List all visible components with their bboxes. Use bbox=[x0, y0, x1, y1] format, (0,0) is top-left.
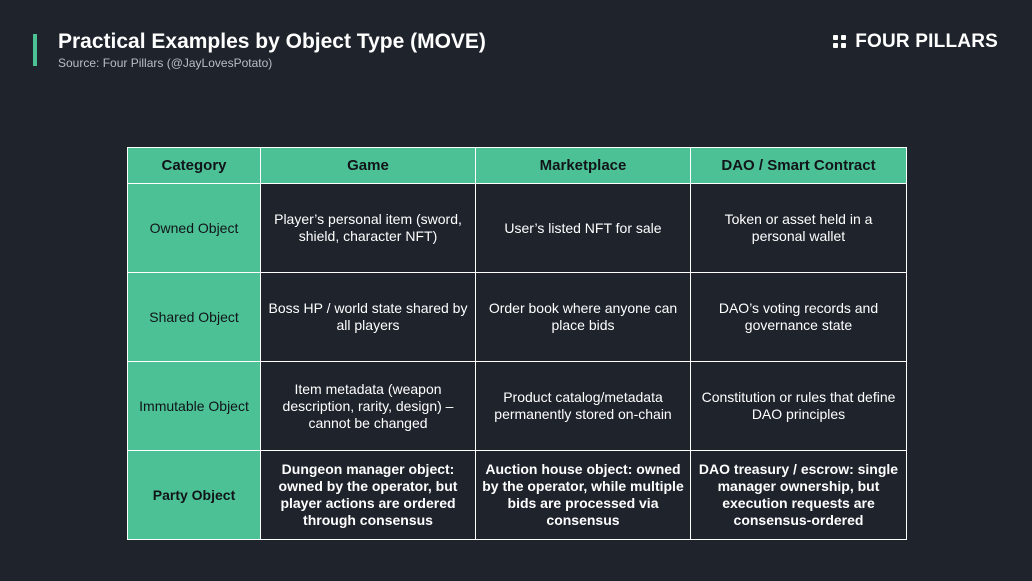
table-row: Party Object Dungeon manager object: own… bbox=[127, 450, 907, 540]
source-caption: Source: Four Pillars (@JayLovesPotato) bbox=[58, 56, 273, 70]
row-category-immutable-object: Immutable Object bbox=[127, 361, 261, 451]
cell-game: Dungeon manager object: owned by the ope… bbox=[260, 450, 476, 540]
brand-name: FOUR PILLARS bbox=[855, 31, 998, 52]
cell-dao: Token or asset held in a personal wallet bbox=[690, 183, 907, 273]
column-header-dao: DAO / Smart Contract bbox=[690, 147, 907, 184]
cell-marketplace: Auction house object: owned by the opera… bbox=[475, 450, 691, 540]
column-header-category: Category bbox=[127, 147, 261, 184]
cell-marketplace: Order book where anyone can place bids bbox=[475, 272, 691, 362]
cell-marketplace: User’s listed NFT for sale bbox=[475, 183, 691, 273]
table-row: Owned Object Player’s personal item (swo… bbox=[127, 183, 907, 273]
cell-dao: Constitution or rules that define DAO pr… bbox=[690, 361, 907, 451]
row-category-owned-object: Owned Object bbox=[127, 183, 261, 273]
cell-game: Player’s personal item (sword, shield, c… bbox=[260, 183, 476, 273]
column-header-game: Game bbox=[260, 147, 476, 184]
four-dots-icon bbox=[833, 35, 847, 49]
cell-game: Boss HP / world state shared by all play… bbox=[260, 272, 476, 362]
cell-game: Item metadata (weapon description, rarit… bbox=[260, 361, 476, 451]
brand-logo: FOUR PILLARS bbox=[833, 31, 998, 53]
column-header-marketplace: Marketplace bbox=[475, 147, 691, 184]
table-row: Immutable Object Item metadata (weapon d… bbox=[127, 361, 907, 451]
title-accent-bar bbox=[33, 34, 37, 66]
cell-dao: DAO’s voting records and governance stat… bbox=[690, 272, 907, 362]
table-row: Shared Object Boss HP / world state shar… bbox=[127, 272, 907, 362]
cell-dao: DAO treasury / escrow: single manager ow… bbox=[690, 450, 907, 540]
page-title: Practical Examples by Object Type (MOVE) bbox=[58, 30, 486, 53]
cell-marketplace: Product catalog/metadata permanently sto… bbox=[475, 361, 691, 451]
row-category-shared-object: Shared Object bbox=[127, 272, 261, 362]
table-header-row: Category Game Marketplace DAO / Smart Co… bbox=[127, 147, 907, 184]
row-category-party-object: Party Object bbox=[127, 450, 261, 540]
object-type-table: Category Game Marketplace DAO / Smart Co… bbox=[127, 147, 907, 540]
